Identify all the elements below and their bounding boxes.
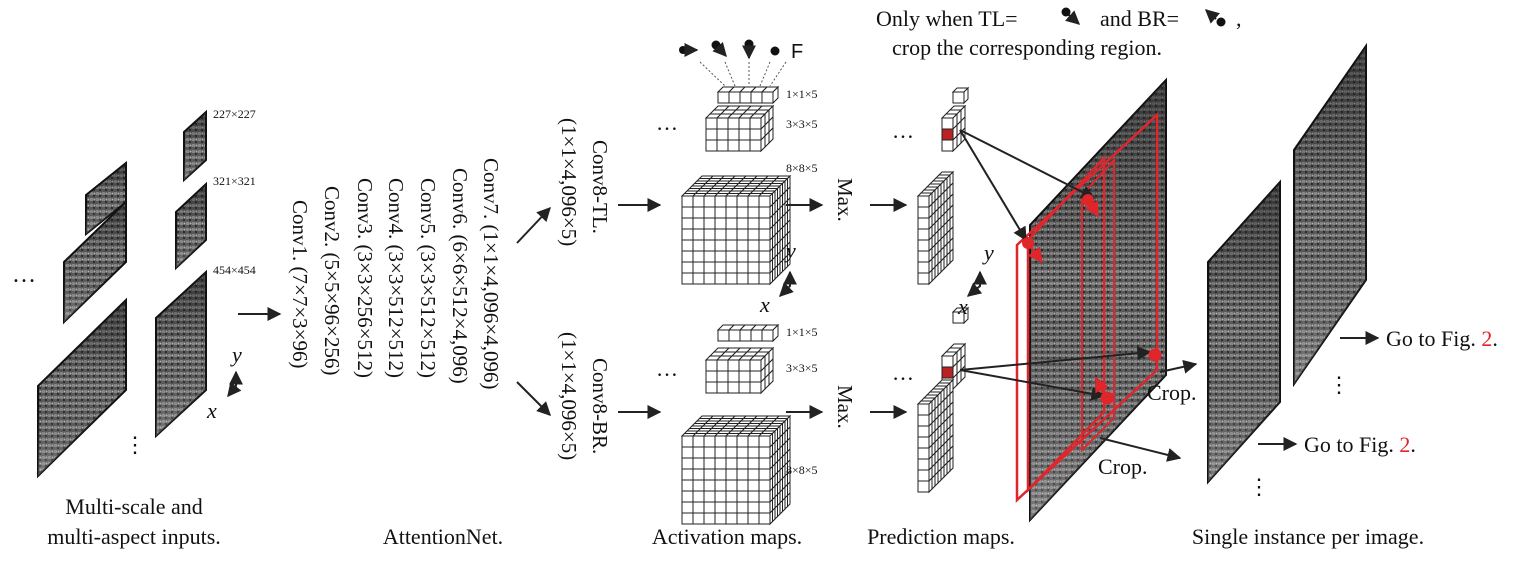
conv-layer-label: Conv5. (3×3×512×512): [416, 178, 440, 378]
inputs-vertical-ellipsis: ⋮: [124, 432, 146, 457]
branch-br-dims: (1×1×4,096×5): [557, 332, 581, 460]
inputs-ellipsis: …: [12, 262, 36, 288]
diag-arrow-dot-icon: [711, 40, 727, 58]
axis-y-label: y: [982, 240, 994, 265]
br-symbol-icon: [1204, 9, 1226, 27]
conv-layer-list: Conv1. (7×7×3×96) Conv2. (5×5×96×256) Co…: [288, 158, 503, 390]
input-image-right-3: [155, 269, 207, 439]
note-text: and BR=: [1100, 6, 1179, 31]
output-image-2: [1207, 179, 1281, 485]
branch-br-name: Conv8-BR.: [588, 358, 612, 454]
map-size-label: 1×1×5: [786, 325, 818, 339]
branch-tl-name: Conv8-TL.: [588, 140, 612, 234]
maps-ellipsis: …: [656, 110, 678, 135]
input-size-label: 227×227: [213, 107, 256, 121]
outputs-vertical-ellipsis: ⋮: [1328, 372, 1350, 397]
note-text: Only when TL=: [876, 6, 1018, 31]
right-arrow-dot-icon: [679, 43, 699, 57]
pred-ellipsis: …: [892, 118, 914, 143]
pred-3x3-cube: [940, 104, 967, 153]
axis-indicator: y x: [206, 342, 243, 423]
caption-inputs: multi-aspect inputs.: [47, 524, 221, 549]
map-3x3-cube: [704, 104, 775, 153]
input-image-left-3: [37, 297, 127, 479]
crop-region-inner: [1026, 154, 1115, 494]
note-text: ,: [1236, 6, 1242, 31]
tl-symbol-icon: [1061, 7, 1081, 25]
map-size-label: 1×1×5: [786, 87, 818, 101]
goto-text: Go to Fig. 2.: [1304, 432, 1416, 457]
maps-ellipsis: …: [656, 356, 678, 381]
pred-3x3-cube: [940, 342, 967, 391]
pointer-arrows: [959, 129, 1152, 401]
max-label: Max.: [833, 385, 857, 429]
note-text: crop the corresponding region.: [892, 35, 1162, 60]
goto-text: Go to Fig. 2.: [1386, 326, 1498, 351]
map-size-label: 8×8×5: [786, 463, 818, 477]
activation-maps: [680, 85, 792, 526]
axis-y-label: y: [230, 342, 242, 367]
map-size-label: 3×3×5: [786, 361, 818, 375]
prediction-maps: [916, 86, 970, 494]
axis-y-label: y: [784, 238, 796, 263]
caption-prediction: Prediction maps.: [867, 524, 1015, 549]
axis-x-label: x: [759, 292, 770, 317]
map-8x8-cube: [680, 174, 792, 286]
map-3x3-cube: [704, 346, 775, 395]
flow-arrow: [516, 381, 551, 416]
br-corner-marker: [1148, 348, 1162, 362]
br-corner-marker: [1100, 391, 1114, 405]
direction-symbols: F: [679, 39, 803, 87]
crop-arrow: [1159, 359, 1198, 374]
axis-x-label: x: [206, 398, 217, 423]
max-label: Max.: [833, 178, 857, 222]
crop-region-outer: [1015, 112, 1159, 503]
caption-attentionnet: AttentionNet.: [383, 524, 503, 549]
map-8x8-cube: [680, 414, 792, 526]
crop-condition-note: Only when TL= and BR= , crop the corresp…: [876, 6, 1242, 60]
output-image-1: [1293, 42, 1367, 388]
conv-layer-label: Conv1. (7×7×3×96): [288, 200, 312, 369]
conv-layer-label: Conv2. (5×5×96×256): [320, 186, 344, 376]
main-image: [1029, 77, 1167, 523]
branch-tl-dims: (1×1×4,096×5): [557, 118, 581, 246]
crop-label: Crop.: [1098, 454, 1148, 479]
map-1x1-cube: [716, 323, 780, 343]
input-image-left-2: [63, 199, 127, 325]
conv-layer-label: Conv7. (1×1×4,096×4,096): [479, 158, 503, 390]
input-image-right-1: [183, 109, 207, 183]
conv-layer-label: Conv6. (6×6×512×4,096): [448, 168, 472, 384]
flow-arrow: [516, 206, 551, 244]
symbol-f-label: F: [791, 41, 803, 63]
caption-single-instance: Single instance per image.: [1192, 524, 1424, 549]
pred-1x1-cube: [951, 86, 970, 105]
crop-arrow: [1099, 437, 1182, 462]
pred-8x8-cube: [916, 170, 955, 286]
stop-dot-icon: [770, 46, 780, 56]
map-1x1-cube: [716, 85, 780, 105]
input-size-label: 321×321: [213, 174, 256, 188]
down-arrow-dot-icon: [742, 39, 756, 60]
map-size-label: 8×8×5: [786, 161, 818, 175]
map-size-label: 3×3×5: [786, 117, 818, 131]
corner-markers: [1022, 194, 1162, 405]
pred-ellipsis: …: [892, 360, 914, 385]
input-images: [37, 109, 207, 479]
conv-layer-label: Conv3. (3×3×256×512): [353, 178, 377, 378]
conv-layer-label: Conv4. (3×3×512×512): [384, 178, 408, 378]
caption-activation: Activation maps.: [652, 524, 802, 549]
crop-label: Crop.: [1147, 380, 1197, 405]
axis-indicator: y x: [957, 240, 994, 319]
caption-inputs: Multi-scale and: [65, 494, 202, 519]
outputs-vertical-ellipsis: ⋮: [1248, 474, 1270, 499]
pred-8x8-cube: [916, 378, 955, 494]
pred-1x1-cube: [951, 306, 970, 325]
axis-indicator: y x: [759, 238, 797, 317]
input-image-right-2: [175, 181, 207, 271]
input-size-label: 454×454: [213, 263, 256, 277]
axis-x-label: x: [957, 294, 968, 319]
